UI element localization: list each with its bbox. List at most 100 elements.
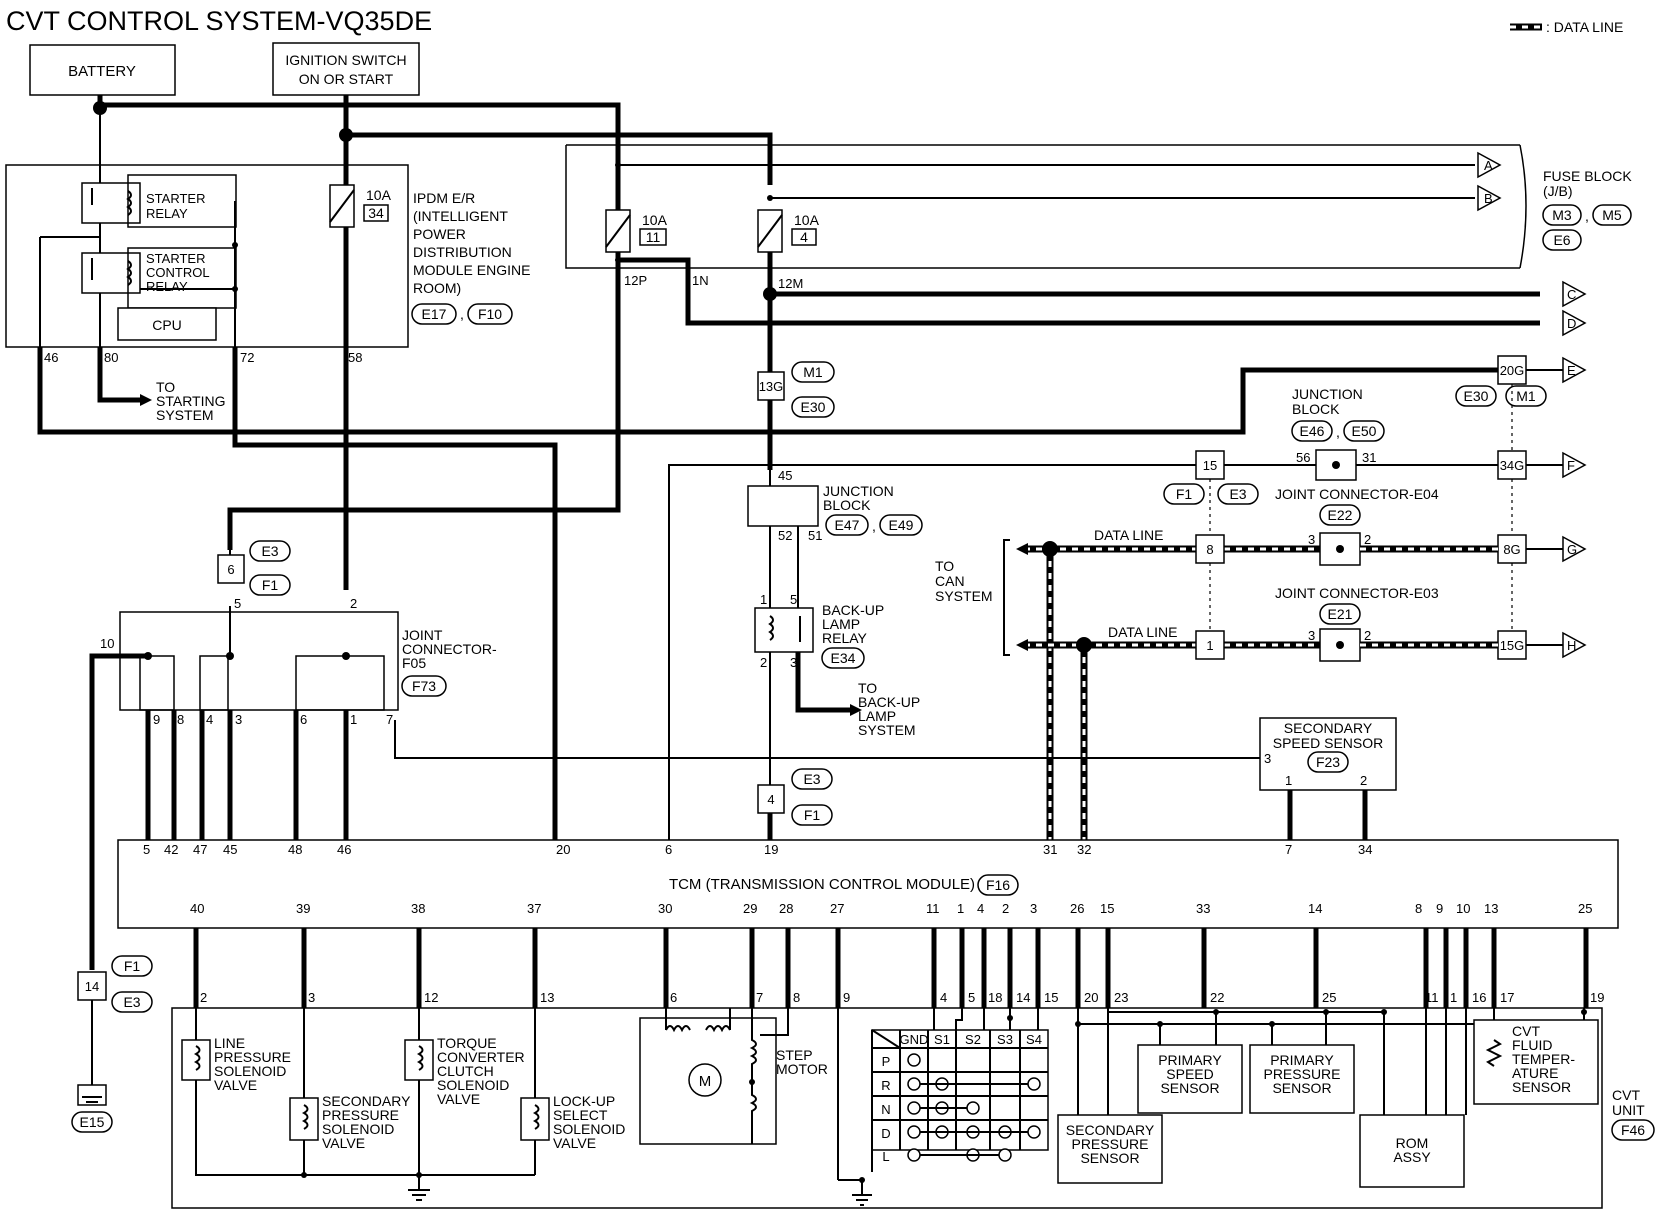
svg-text:51: 51 <box>808 528 822 543</box>
harness-13g <box>757 371 785 401</box>
backup-lamp-relay-icon <box>754 607 814 653</box>
svg-text:A: A <box>1484 158 1493 173</box>
svg-text:BLOCK: BLOCK <box>823 497 871 513</box>
svg-text:BACK-UP: BACK-UP <box>822 602 884 618</box>
svg-text:8: 8 <box>177 712 184 727</box>
harness-6 <box>217 554 245 584</box>
svg-text:8: 8 <box>1206 542 1213 557</box>
svg-text:13: 13 <box>1484 901 1498 916</box>
svg-text:39: 39 <box>296 901 310 916</box>
joint-connector-f05 <box>119 611 399 711</box>
svg-text:ROOM): ROOM) <box>413 280 461 296</box>
svg-text:SYSTEM: SYSTEM <box>156 407 214 423</box>
svg-text:LAMP: LAMP <box>822 616 860 632</box>
svg-text:M5: M5 <box>1602 207 1622 223</box>
svg-text:M1: M1 <box>803 364 823 380</box>
svg-text:20: 20 <box>556 842 570 857</box>
svg-text:PRESSURE: PRESSURE <box>1263 1066 1340 1082</box>
svg-text:10A: 10A <box>366 187 392 203</box>
svg-text:48: 48 <box>288 842 302 857</box>
svg-text:SOLENOID: SOLENOID <box>214 1063 286 1079</box>
can-data-line-low <box>1024 641 1498 840</box>
svg-text:52: 52 <box>778 528 792 543</box>
svg-text:9: 9 <box>153 712 160 727</box>
svg-text:SENSOR: SENSOR <box>1080 1150 1139 1166</box>
svg-text:1: 1 <box>1285 773 1292 788</box>
svg-text:26: 26 <box>1070 901 1084 916</box>
svg-text:TO: TO <box>935 558 954 574</box>
svg-text:B: B <box>1484 191 1493 206</box>
svg-text:GND: GND <box>900 1032 929 1047</box>
svg-text:7: 7 <box>386 712 393 727</box>
svg-text:H: H <box>1567 638 1576 653</box>
svg-text:CPU: CPU <box>152 317 182 333</box>
svg-text:8G: 8G <box>1503 542 1520 557</box>
legend-data-line: : DATA LINE <box>1510 19 1623 35</box>
svg-text:SENSOR: SENSOR <box>1272 1080 1331 1096</box>
svg-text:CAN: CAN <box>935 573 965 589</box>
svg-text:MOTOR: MOTOR <box>776 1061 828 1077</box>
svg-text:2: 2 <box>1364 532 1371 547</box>
svg-text:E34: E34 <box>831 650 856 666</box>
svg-text:3: 3 <box>1030 901 1037 916</box>
svg-text:STEP: STEP <box>776 1047 813 1063</box>
svg-text:UNIT: UNIT <box>1612 1102 1645 1118</box>
svg-text:G: G <box>1567 542 1577 557</box>
svg-text:STARTER: STARTER <box>146 251 205 266</box>
svg-text:8: 8 <box>1415 901 1422 916</box>
svg-text:31: 31 <box>1362 450 1376 465</box>
svg-text:R: R <box>881 1078 890 1093</box>
svg-text:10A: 10A <box>642 212 668 228</box>
svg-text:RELAY: RELAY <box>146 206 188 221</box>
svg-text:72: 72 <box>240 350 254 365</box>
svg-text:STARTING: STARTING <box>156 393 226 409</box>
svg-text:E3: E3 <box>1229 486 1246 502</box>
svg-text:JOINT: JOINT <box>402 627 443 643</box>
offpage-arrow-a: A <box>1477 151 1502 179</box>
svg-text:5: 5 <box>968 990 975 1005</box>
svg-text:11: 11 <box>646 229 661 245</box>
svg-text:12: 12 <box>424 990 438 1005</box>
svg-text:E50: E50 <box>1352 423 1377 439</box>
svg-text:E46: E46 <box>1300 423 1325 439</box>
svg-text:25: 25 <box>1322 990 1336 1005</box>
svg-text:14: 14 <box>1016 990 1030 1005</box>
svg-text:5: 5 <box>790 592 797 607</box>
svg-text:CONTROL: CONTROL <box>146 265 210 280</box>
svg-text:(J/B): (J/B) <box>1543 183 1573 199</box>
svg-text:6: 6 <box>227 562 234 577</box>
svg-text:F1: F1 <box>124 958 141 974</box>
svg-text:13G: 13G <box>759 379 784 394</box>
svg-text:14: 14 <box>1308 901 1322 916</box>
svg-text:L: L <box>882 1149 889 1164</box>
svg-text:CONNECTOR-: CONNECTOR- <box>402 641 497 657</box>
offpage-arrow-d: D <box>1562 309 1587 337</box>
svg-text:POWER: POWER <box>413 226 466 242</box>
svg-text:10: 10 <box>1456 901 1470 916</box>
svg-text:F1: F1 <box>804 807 821 823</box>
svg-text:MODULE ENGINE: MODULE ENGINE <box>413 262 530 278</box>
svg-text:E3: E3 <box>803 771 820 787</box>
svg-text:RELAY: RELAY <box>822 630 868 646</box>
svg-text:25: 25 <box>1578 901 1592 916</box>
step-motor-box <box>639 1017 777 1145</box>
battery-label: BATTERY <box>68 63 136 80</box>
svg-text:37: 37 <box>527 901 541 916</box>
svg-text:TORQUE: TORQUE <box>437 1035 497 1051</box>
svg-text:38: 38 <box>411 901 425 916</box>
svg-text:19: 19 <box>764 842 778 857</box>
svg-text:STARTER: STARTER <box>146 191 205 206</box>
ignition-switch-box <box>272 42 420 96</box>
svg-text:,: , <box>460 306 464 322</box>
svg-text:10: 10 <box>100 636 114 651</box>
ipdm-label: IPDM E/R (INTELLIGENT POWER DISTRIBUTION… <box>413 190 530 296</box>
svg-text:S3: S3 <box>997 1032 1013 1047</box>
svg-text:DATA LINE: DATA LINE <box>1108 624 1178 640</box>
svg-text:34: 34 <box>368 205 384 221</box>
svg-text:2: 2 <box>1360 773 1367 788</box>
svg-text:15: 15 <box>1044 990 1058 1005</box>
svg-text:E6: E6 <box>1553 232 1570 248</box>
svg-text:46: 46 <box>44 350 58 365</box>
svg-text:CVT: CVT <box>1512 1023 1540 1039</box>
